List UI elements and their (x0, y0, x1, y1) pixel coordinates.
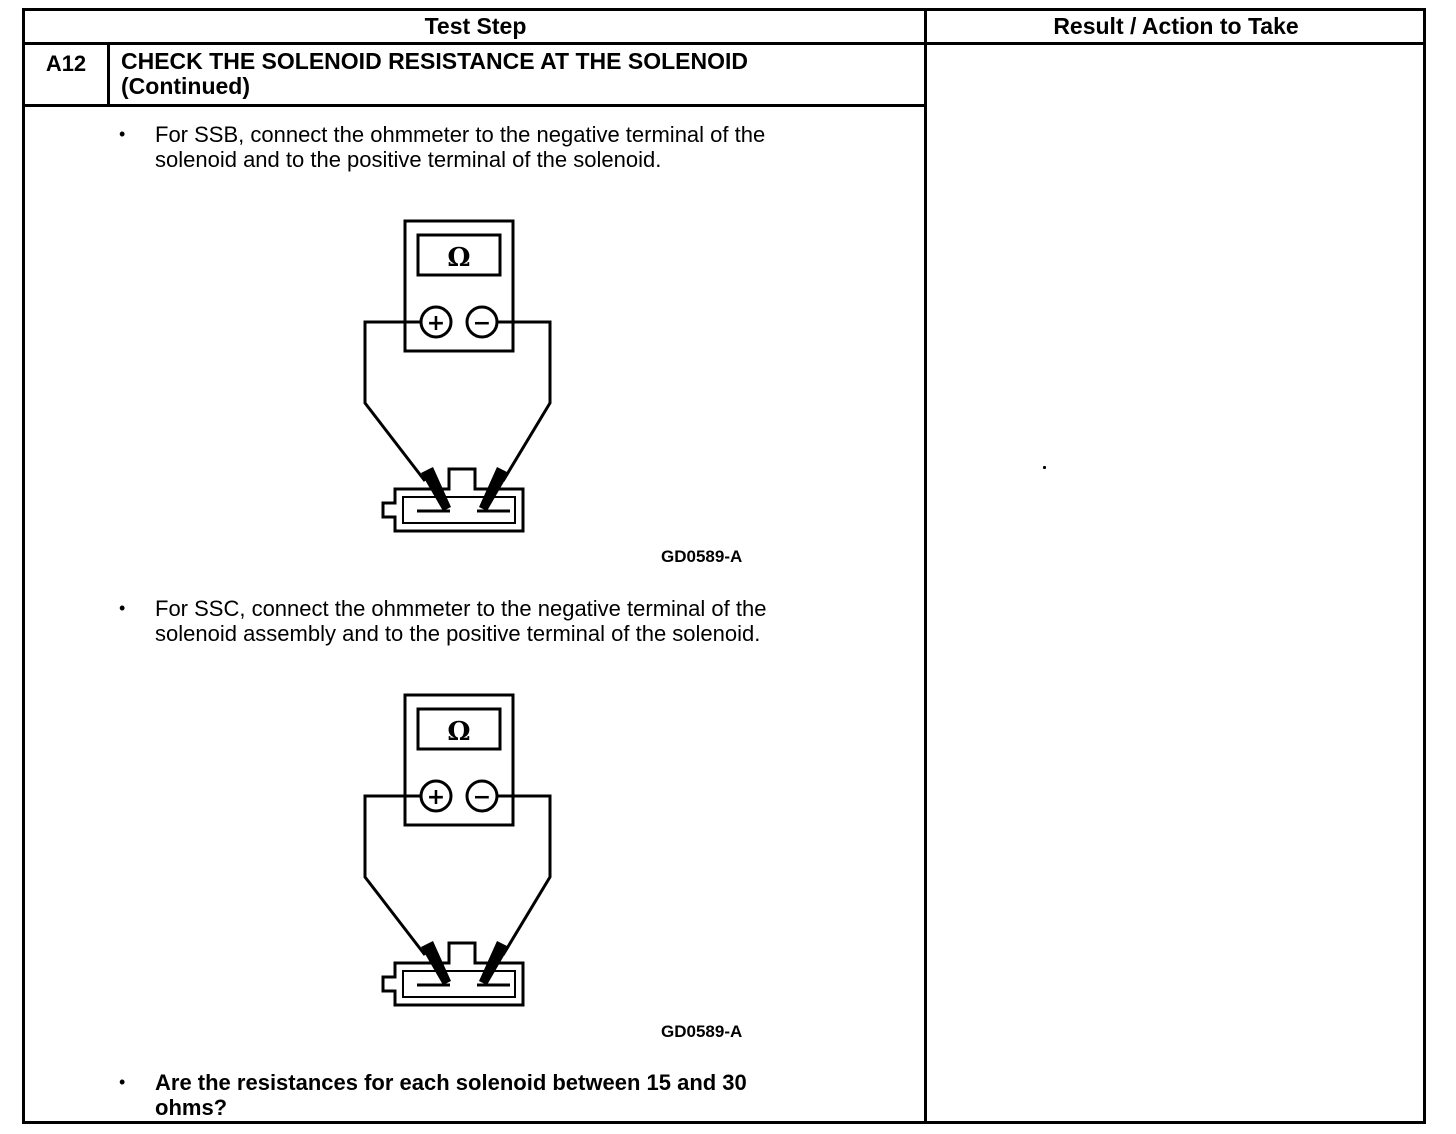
lead-negative (497, 320, 552, 482)
ohmmeter-diagram-ssb: Ω + − (363, 219, 552, 533)
header-test-step: Test Step (25, 11, 926, 45)
solenoid-connector-inner (402, 970, 516, 998)
step-title-line2: (Continued) (121, 73, 251, 99)
bullet-glyph: • (119, 124, 126, 144)
bullet-question-line2: ohms? (155, 1095, 228, 1120)
bullet-ssb-line2: solenoid and to the positive terminal of… (155, 147, 662, 172)
probe-tip-left (421, 467, 451, 511)
solenoid-connector (381, 467, 525, 533)
bullet-glyph: • (119, 1072, 126, 1092)
plus-sign: + (427, 311, 445, 336)
step-title-line1: CHECK THE SOLENOID RESISTANCE AT THE SOL… (121, 48, 748, 74)
bullet-ssb-line1: For SSB, connect the ohmmeter to the neg… (155, 122, 766, 147)
plus-sign: + (427, 785, 445, 810)
ohmmeter-body (403, 219, 515, 353)
minus-sign: − (473, 785, 491, 810)
bullet-ssc-line2: solenoid assembly and to the positive te… (155, 621, 761, 646)
bullet-glyph: • (119, 598, 126, 618)
ohmmeter-display (416, 707, 502, 751)
header-result-action: Result / Action to Take (926, 11, 1426, 45)
ohmmeter-display (416, 233, 502, 277)
bullet-question-line1: Are the resistances for each solenoid be… (155, 1070, 747, 1095)
meter-symbol: Ω (447, 243, 470, 273)
step-id-divider (107, 45, 110, 104)
lead-negative (497, 794, 552, 956)
probe-tip-right (479, 467, 509, 511)
step-title: CHECK THE SOLENOID RESISTANCE AT THE SOL… (121, 49, 911, 99)
lead-positive (363, 794, 427, 956)
ohmmeter-body (403, 693, 515, 827)
bullet-ssc-line1: For SSC, connect the ohmmeter to the neg… (155, 596, 767, 621)
probe-tip-left (421, 941, 451, 985)
scan-speck (1043, 466, 1046, 469)
lead-positive (363, 320, 427, 482)
test-step-table: Test Step Result / Action to Take A12 CH… (22, 8, 1426, 1124)
figure-id-2: GD0589-A (661, 1022, 743, 1041)
minus-sign: − (473, 311, 491, 336)
figure-id-1: GD0589-A (661, 547, 743, 566)
probe-tip-right (479, 941, 509, 985)
ohmmeter-diagram-ssc: Ω + − (363, 693, 552, 1007)
meter-symbol: Ω (447, 717, 470, 747)
solenoid-connector-inner (402, 496, 516, 524)
solenoid-connector (381, 941, 525, 1007)
step-id: A12 (45, 51, 87, 76)
step-header-row: A12 CHECK THE SOLENOID RESISTANCE AT THE… (25, 45, 924, 107)
column-divider (924, 11, 927, 1121)
